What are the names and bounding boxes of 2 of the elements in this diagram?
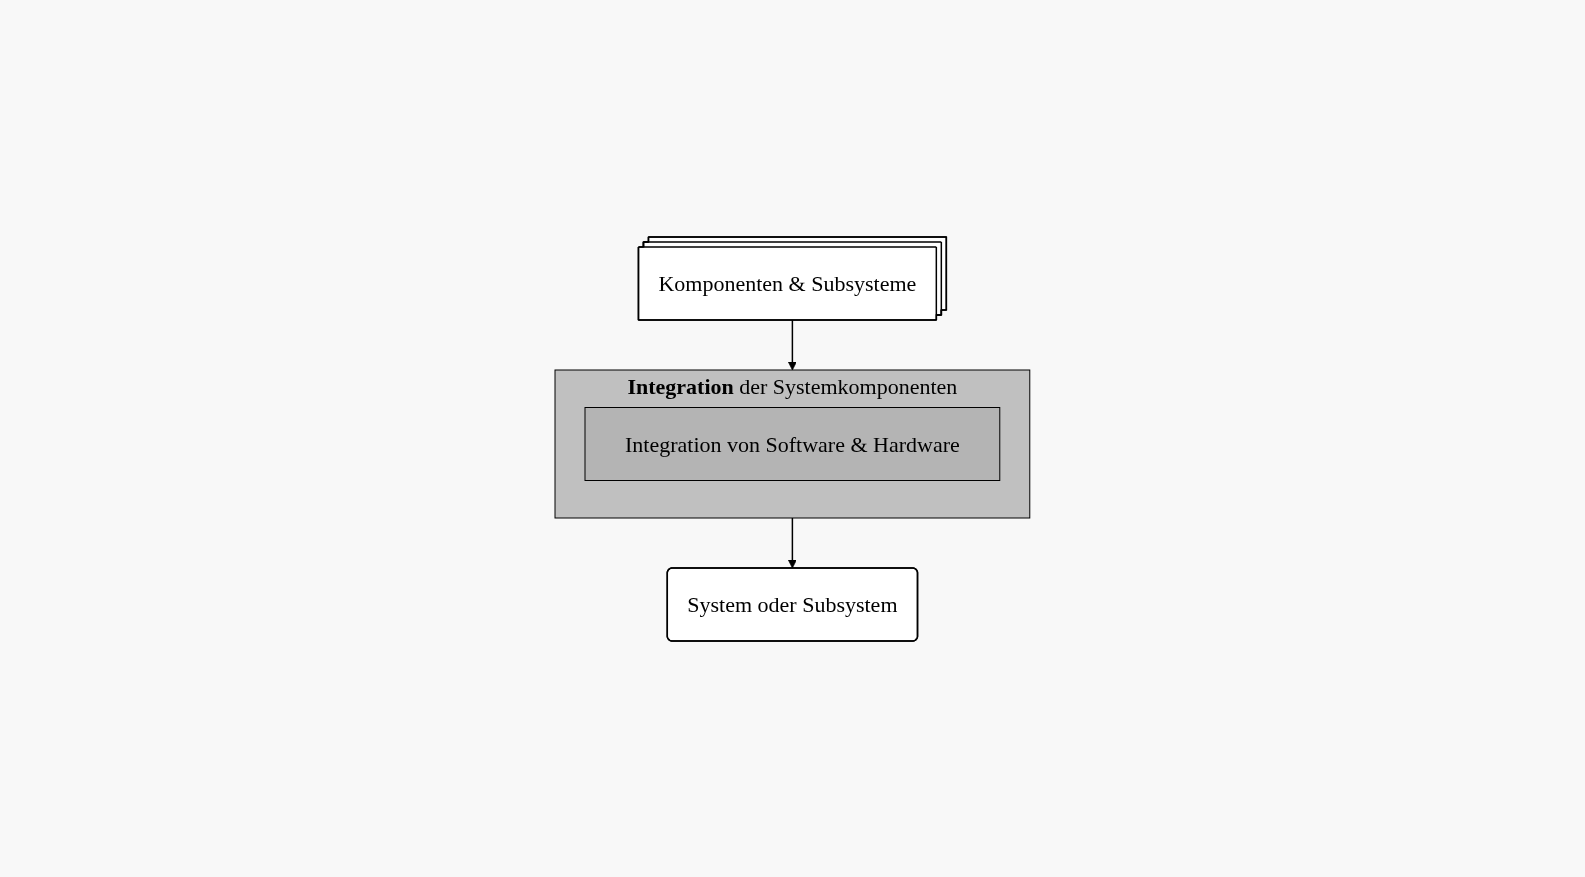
arrow	[788, 516, 797, 568]
node-box: Integration von Software & Hardware	[584, 406, 1001, 481]
